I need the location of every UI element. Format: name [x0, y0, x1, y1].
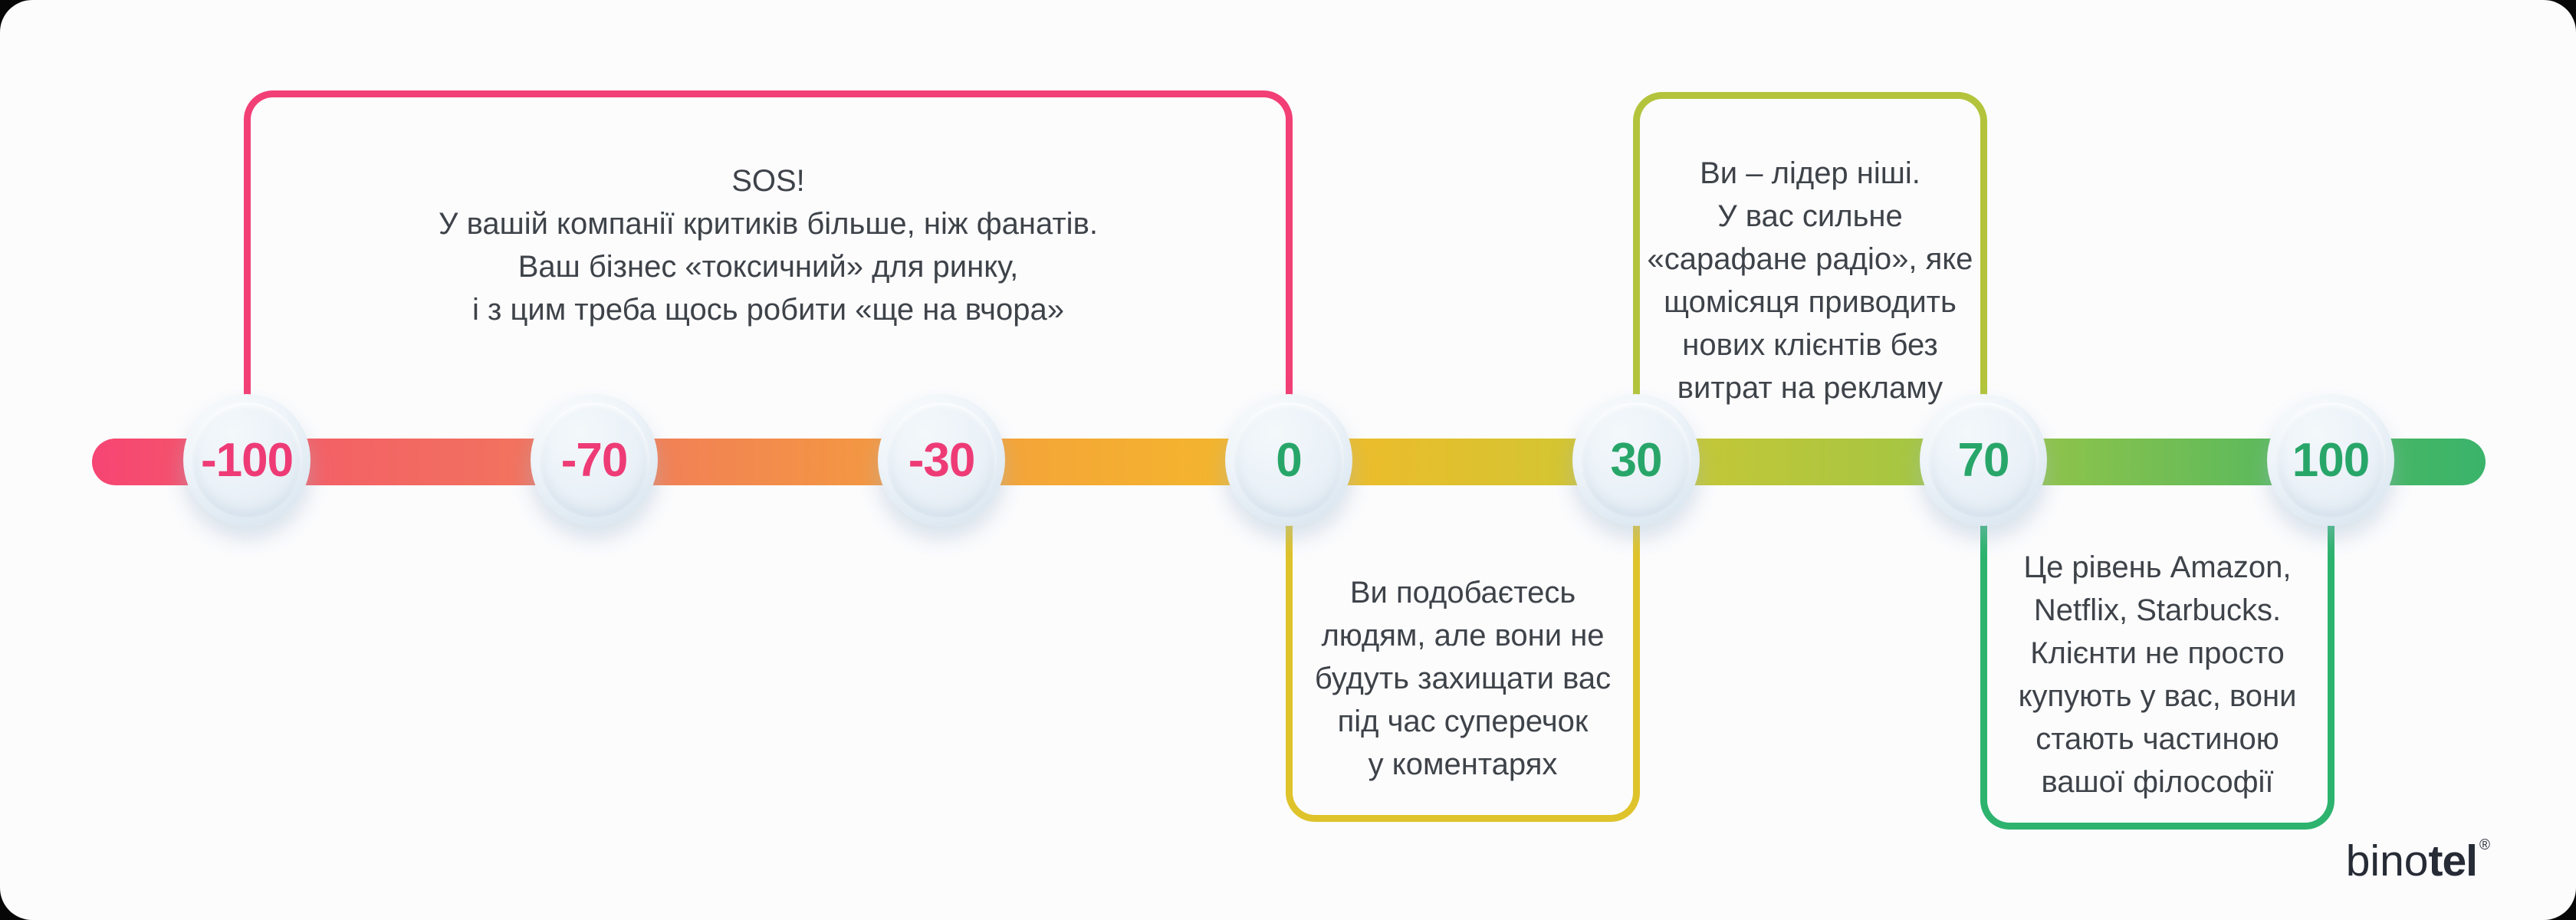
marker-minus-30-value: -30 [908, 433, 976, 487]
callout-critics-line: SOS! [731, 164, 805, 198]
marker-minus-30: -30 [878, 394, 1005, 526]
callout-niche-leader-line: Ви – лідер ніші. [1700, 156, 1921, 190]
callout-niche-leader-line: нових клієнтів без [1682, 328, 1938, 362]
callout-liked-box [1286, 461, 1640, 822]
callout-niche-leader-text: Ви – лідер ніші. У вас сильне «сарафане … [1633, 152, 1987, 409]
callout-liked-line: будуть захищати вас [1314, 662, 1612, 695]
callout-critics-line: У вашій компанії критиків більше, ніж фа… [439, 207, 1098, 241]
callout-world-class-box [1980, 461, 2334, 830]
callout-world-class-line: купують у вас, вони [2018, 679, 2297, 713]
callout-critics-box [244, 90, 1293, 461]
registered-trademark-icon: ® [2479, 837, 2490, 853]
binotel-logo-prefix: bino [2345, 836, 2429, 886]
marker-minus-100-value: -100 [200, 433, 294, 487]
callout-niche-leader-line: витрат на рекламу [1677, 371, 1944, 405]
callout-liked-line: Ви подобаєтесь [1349, 576, 1576, 610]
callout-world-class-line: Це рівень Amazon, [2023, 550, 2292, 584]
callout-liked-line: під час суперечок [1337, 705, 1589, 738]
callout-liked-text: Ви подобаєтесь людям, але вони не будуть… [1286, 571, 1640, 786]
marker-100: 100 [2267, 394, 2394, 526]
callout-world-class-line: Netflix, Starbucks. [2033, 593, 2282, 627]
marker-30-value: 30 [1610, 433, 1663, 487]
callout-liked-line: у коментарях [1368, 748, 1558, 781]
marker-0: 0 [1225, 394, 1352, 526]
marker-minus-70: -70 [531, 394, 658, 526]
callout-critics-line: і з цим треба щось робити «ще на вчора» [472, 293, 1064, 327]
marker-0-value: 0 [1276, 433, 1302, 487]
callout-niche-leader-line: «сарафане радіо», яке [1647, 242, 1973, 276]
marker-minus-70-value: -70 [560, 433, 629, 487]
callout-liked-line: людям, але вони не [1321, 619, 1605, 652]
callout-niche-leader-line: У вас сильне [1717, 199, 1903, 233]
callout-critics-text: SOS! У вашій компанії критиків більше, н… [244, 159, 1293, 331]
binotel-logo: binotel® [2346, 836, 2490, 886]
callout-niche-leader-box [1633, 92, 1987, 461]
callout-world-class-line: стають частиною [2036, 722, 2279, 756]
callout-niche-leader-line: щомісяця приводить [1664, 285, 1957, 319]
marker-70-value: 70 [1957, 433, 2010, 487]
marker-minus-100: -100 [183, 394, 310, 526]
marker-70: 70 [1920, 394, 2047, 526]
callout-world-class-line: вашої філософії [2041, 765, 2274, 799]
callout-world-class-text: Це рівень Amazon, Netflix, Starbucks. Кл… [1980, 546, 2334, 803]
marker-100-value: 100 [2292, 433, 2370, 487]
callout-critics-line: Ваш бізнес «токсичний» для ринку, [518, 250, 1019, 284]
marker-30: 30 [1572, 394, 1700, 526]
binotel-logo-suffix: tel [2428, 836, 2478, 886]
callout-world-class-line: Клієнти не просто [2030, 636, 2285, 670]
